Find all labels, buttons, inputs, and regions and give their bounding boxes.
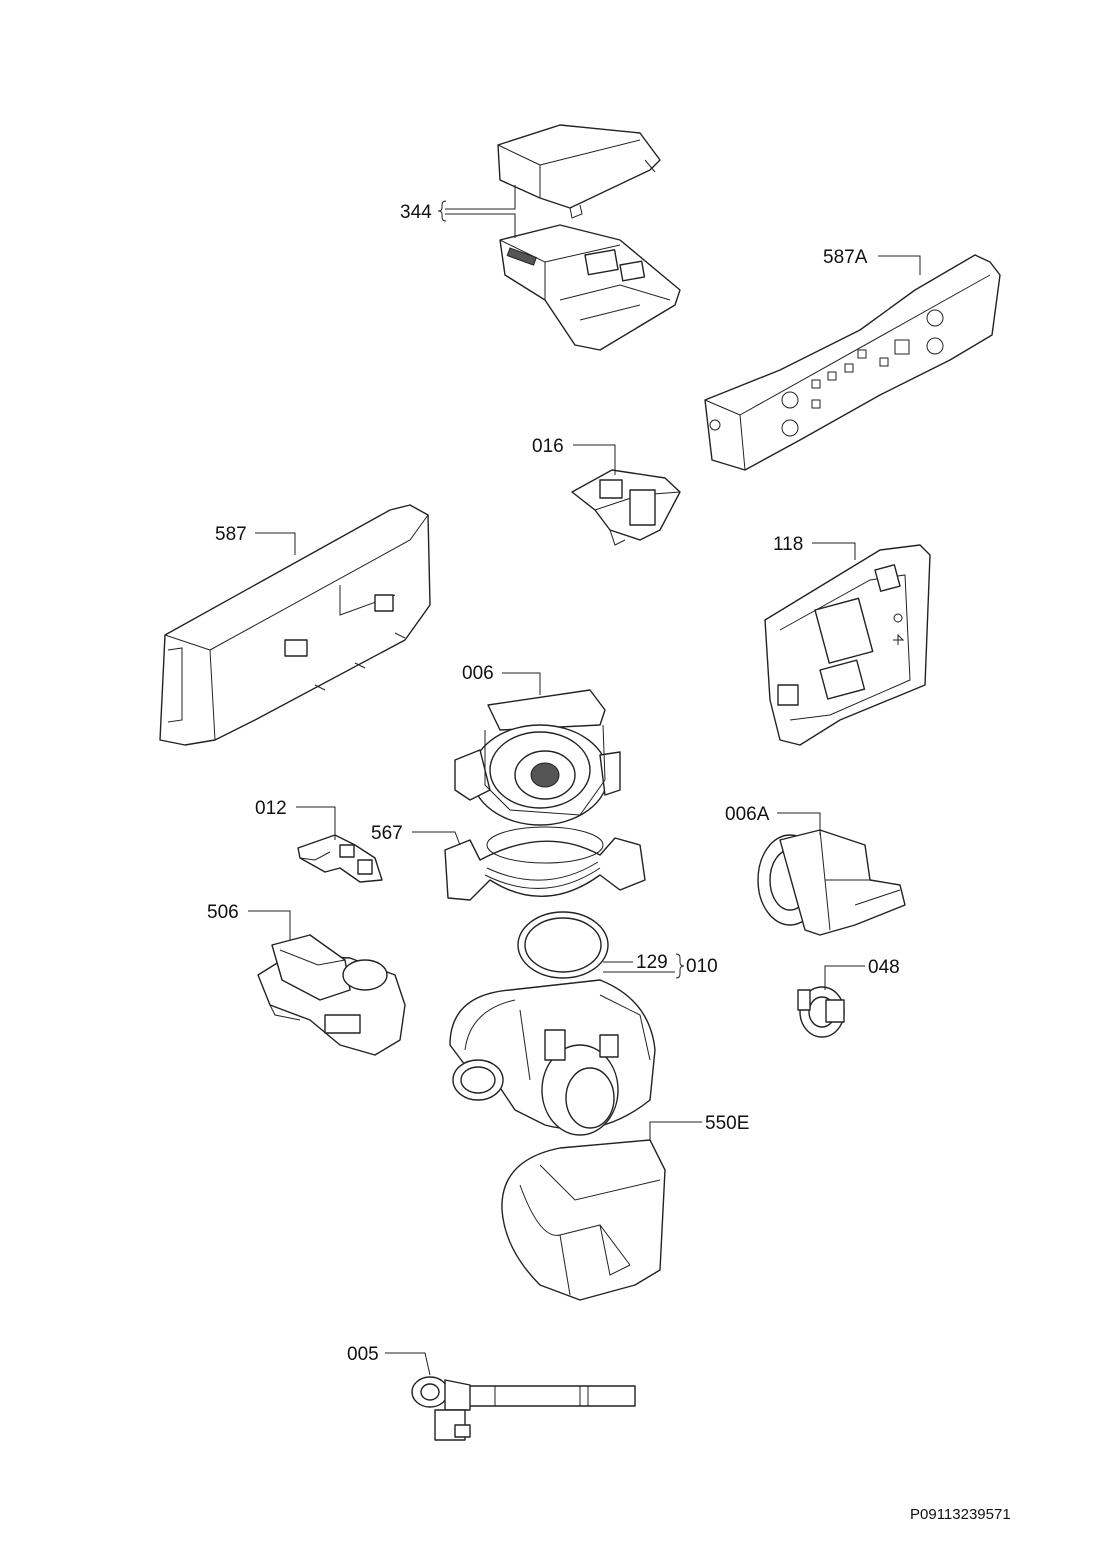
- part-012-sensor: [297, 834, 383, 883]
- part-506-water-softener: [257, 934, 406, 1056]
- leader-lines: [248, 185, 921, 1376]
- part-129-gasket: [517, 911, 609, 979]
- part-010-circulation-pump: [449, 979, 656, 1136]
- label-567: 567: [371, 823, 403, 844]
- part-344-module: [499, 224, 681, 351]
- label-010: 010: [686, 956, 718, 977]
- part-006-sump: [454, 689, 621, 826]
- part-587-main-module: [159, 504, 431, 746]
- label-587A: 587A: [823, 247, 868, 268]
- label-550E: 550E: [705, 1113, 749, 1134]
- label-048: 048: [868, 957, 900, 978]
- part-550E-cover: [501, 1139, 666, 1301]
- part-567-seal-bracket: [444, 826, 646, 901]
- part-016-door-lock: [571, 469, 681, 546]
- label-012: 012: [255, 798, 287, 819]
- part-005-inlet-valve: [411, 1376, 636, 1441]
- part-048-pressure-sensor: [797, 986, 845, 1038]
- part-006A-drain-pump: [757, 829, 906, 936]
- label-129: 129: [636, 952, 668, 973]
- part-344-cover: [497, 124, 661, 219]
- label-006A: 006A: [725, 804, 770, 825]
- label-016: 016: [532, 436, 564, 457]
- label-344: 344: [400, 202, 432, 223]
- label-587: 587: [215, 524, 247, 545]
- label-506: 506: [207, 902, 239, 923]
- part-587A-control-panel: [704, 254, 1001, 471]
- label-005: 005: [347, 1344, 379, 1365]
- label-118: 118: [773, 534, 803, 555]
- drawing-id: P09113239571: [910, 1506, 1011, 1523]
- part-118-dispenser: [764, 544, 931, 746]
- label-006: 006: [462, 663, 494, 684]
